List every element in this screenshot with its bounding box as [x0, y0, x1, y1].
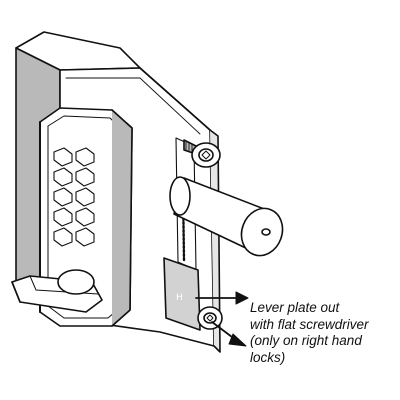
svg-text:H: H: [176, 293, 183, 303]
latch-bolt: [169, 176, 284, 257]
callout-text: Lever plate out with flat screwdriver (o…: [250, 300, 398, 366]
callout-line-3: (only on right hand: [250, 333, 362, 348]
callout-line-4: locks): [250, 349, 286, 365]
thumb-turn-handle: [11, 269, 103, 313]
top-screw: [183, 139, 221, 168]
lever-plate: H: [163, 257, 201, 331]
callout-line-2: with flat screwdriver: [250, 316, 369, 332]
bottom-screw: [197, 306, 223, 330]
keypad-buttons: [53, 147, 95, 247]
callout-arrows: [195, 291, 249, 347]
callout-line-1: Lever plate out: [250, 300, 340, 315]
